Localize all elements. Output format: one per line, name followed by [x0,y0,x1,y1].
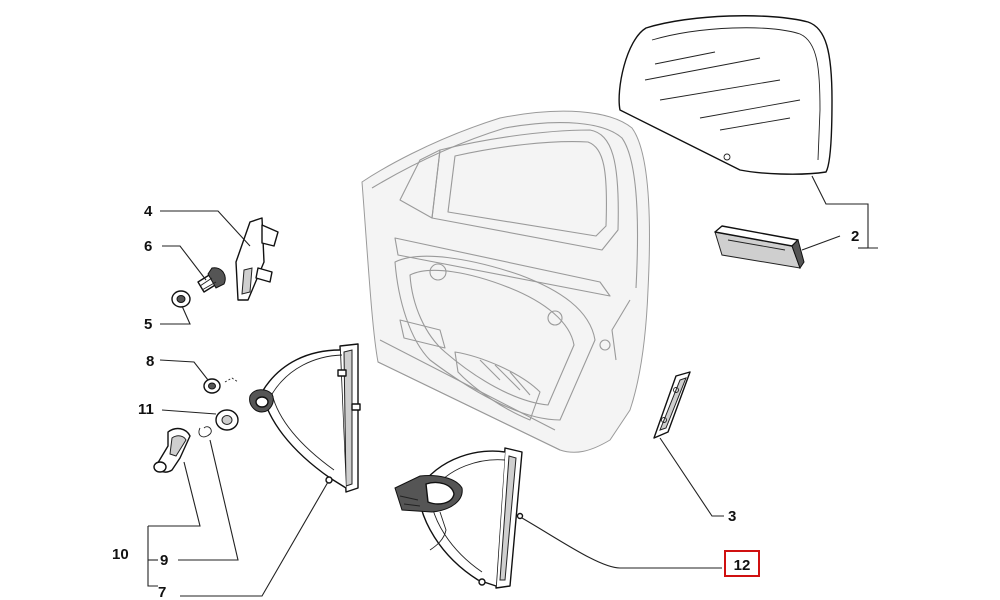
callout-9: 9 [160,552,168,569]
callout-11: 11 [138,401,154,418]
pivot-bolt [197,267,226,293]
callout-labels: 2 3 4 5 6 7 8 9 10 11 12 [112,203,859,600]
leader-12 [521,517,722,569]
glass-channel-bracket [714,225,805,270]
electric-window-regulator [394,447,524,589]
leader-lines [147,175,878,597]
washer [198,409,239,438]
leader-6 [162,245,207,281]
callout-3: 3 [728,508,736,525]
callout-8: 8 [146,353,154,370]
highlight-box-12 [724,550,760,577]
leader-4 [160,210,251,247]
leader-11 [161,409,217,415]
leader-5 [160,305,191,325]
leader-2 [811,175,878,249]
door-inner-panel [361,110,650,453]
door-glass [618,15,833,175]
guide-rail [653,371,691,439]
leader-3 [659,437,724,517]
leader-8 [159,359,209,381]
nut [171,290,191,308]
callout-4: 4 [144,203,153,220]
mounting-bracket [235,217,279,301]
manual-window-regulator [249,343,361,493]
callout-12: 12 [734,557,751,574]
leader-9 [178,439,239,561]
crank-handle [153,427,191,473]
callout-10: 10 [112,546,129,563]
leader-7 [180,481,329,597]
nut-8 [203,377,239,394]
leader-2-bracket [801,235,841,251]
callout-2: 2 [851,228,859,245]
callout-7: 7 [158,584,166,600]
callout-5: 5 [144,316,152,333]
leader-10 [147,526,158,587]
callout-6: 6 [144,238,152,255]
